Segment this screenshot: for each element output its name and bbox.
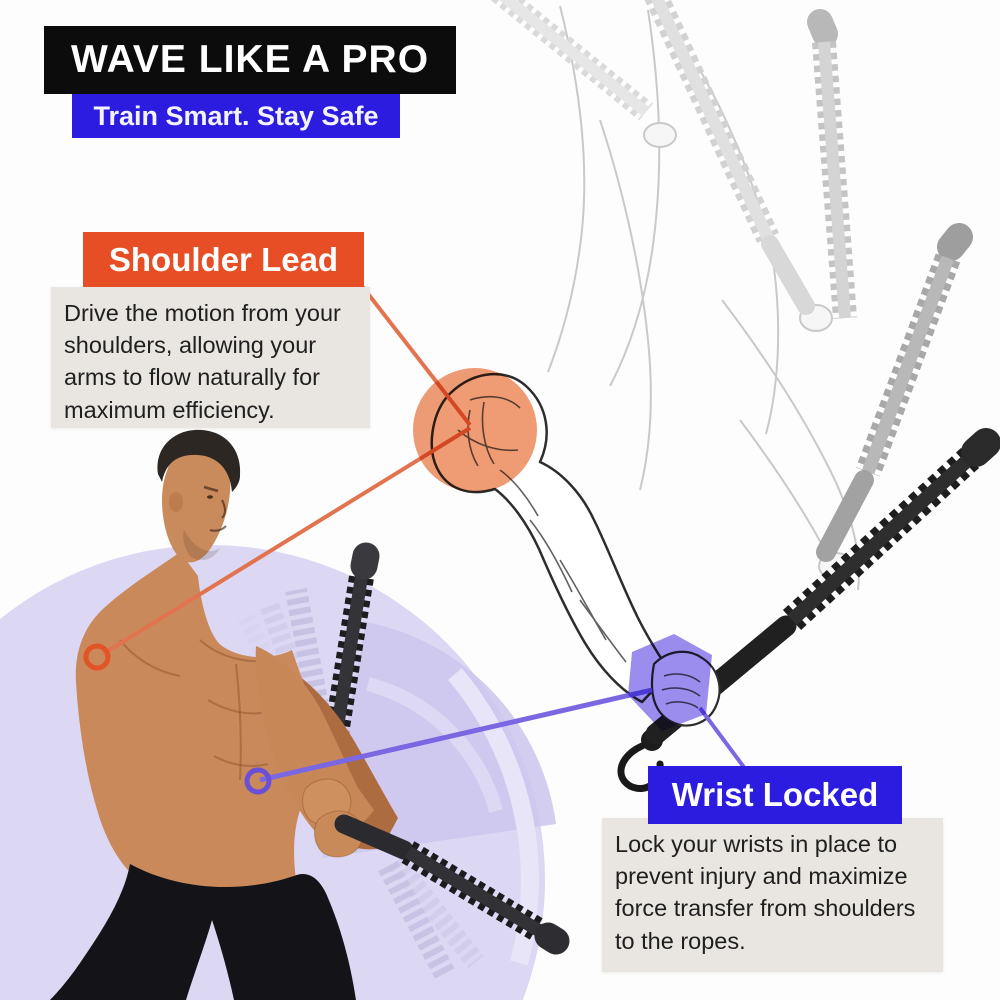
- athlete-ear: [169, 492, 183, 512]
- rope-strap-loop: [617, 742, 664, 792]
- ghost-rope-3: [807, 9, 857, 319]
- wrist-connector-line-long: [259, 687, 653, 783]
- ghost-spring-ropes: [491, 0, 973, 562]
- ghost-rope-2: [644, 0, 815, 315]
- athlete-hair: [157, 429, 241, 492]
- wrist-marker-ring: [244, 767, 272, 795]
- shoulder-connector-line-lower: [101, 426, 472, 656]
- ghost-rope-4: [816, 223, 973, 562]
- athlete-photo: [50, 429, 570, 1000]
- shoulder-marker-ring: [83, 643, 111, 671]
- motion-arc-band: [366, 677, 503, 813]
- ghost-rope-1: [491, 0, 653, 121]
- shoulder-highlight-circle: [413, 368, 537, 492]
- athlete-rope-down: [334, 814, 570, 955]
- ghost-fist: [643, 122, 677, 148]
- spring-rope-dark: [782, 428, 1000, 630]
- wrist-highlight-polygon: [628, 634, 712, 731]
- athlete-pants: [50, 864, 356, 1000]
- athlete-face: [162, 444, 231, 563]
- annotation-markers: [83, 643, 272, 795]
- wrist-connector-line-short: [698, 706, 748, 772]
